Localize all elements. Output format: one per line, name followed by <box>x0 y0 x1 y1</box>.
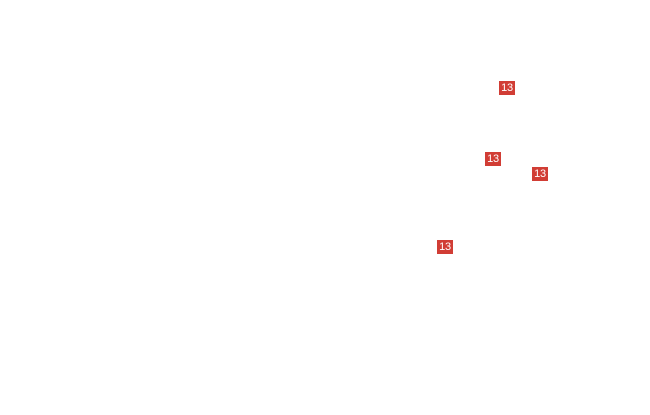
cluster-marker[interactable]: 13 <box>499 81 515 95</box>
cluster-marker[interactable]: 13 <box>532 167 548 181</box>
cluster-marker[interactable]: 13 <box>485 152 501 166</box>
cluster-marker[interactable]: 13 <box>437 240 453 254</box>
